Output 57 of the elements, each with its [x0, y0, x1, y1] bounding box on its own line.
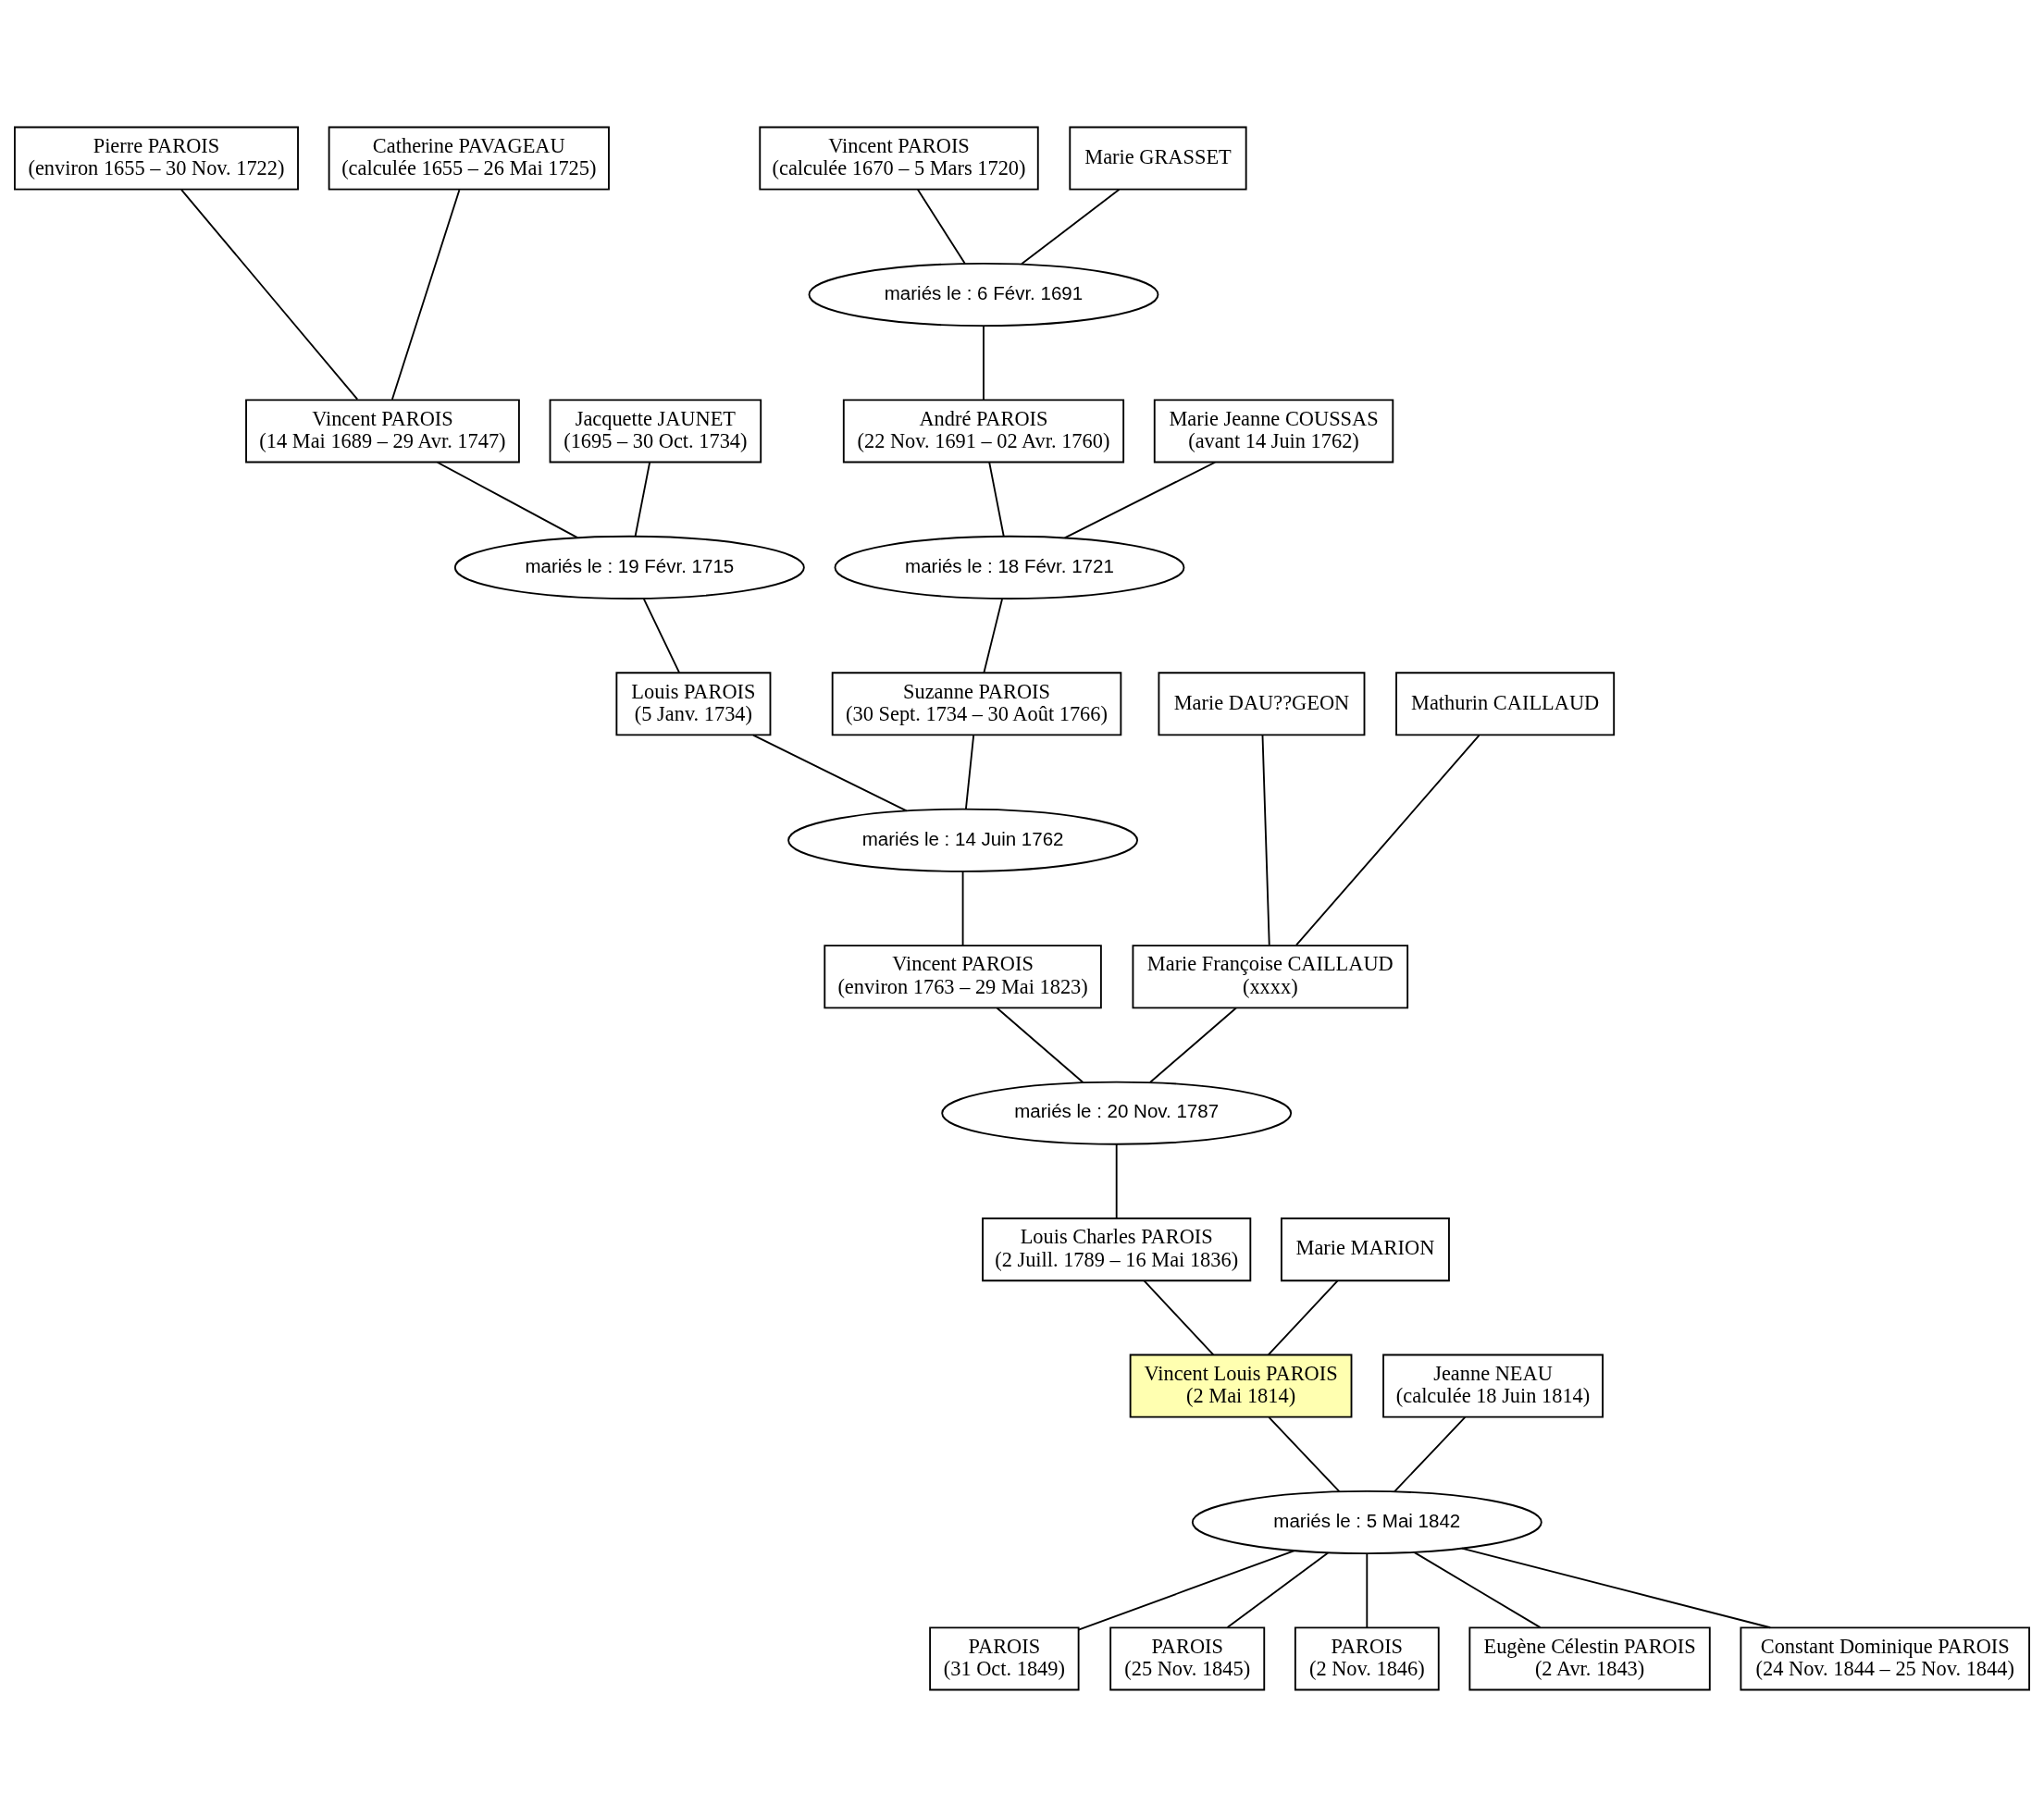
connector [1461, 1547, 1772, 1629]
connector [1148, 1007, 1237, 1083]
connector [1394, 1415, 1467, 1493]
connector [1143, 1279, 1215, 1356]
node-box: Marie MARION [1281, 1218, 1450, 1282]
connector [983, 598, 1004, 674]
node-box: Marie Jeanne COUSSAS (avant 14 Juin 1762) [1153, 399, 1394, 464]
connector [1077, 1550, 1295, 1631]
connector [752, 734, 908, 812]
node-ellipse: mariés le : 14 Juin 1762 [787, 808, 1138, 872]
connector [964, 734, 975, 810]
node-box: PAROIS (31 Oct. 1849) [929, 1626, 1080, 1691]
connector [1261, 735, 1270, 946]
connector [988, 461, 1005, 538]
node-box: Louis Charles PAROIS (2 Juill. 1789 – 16 Mai 1836) [982, 1218, 1252, 1282]
node-ellipse: mariés le : 19 Févr. 1715 [453, 535, 805, 599]
connector [180, 189, 359, 401]
node-box: Marie DAU??GEON [1158, 672, 1366, 736]
node-ellipse: mariés le : 18 Févr. 1721 [834, 535, 1185, 599]
node-box: Eugène Célestin PAROIS (2 Avr. 1843) [1468, 1626, 1711, 1691]
connector [1366, 1552, 1369, 1629]
node-box: Louis PAROIS (5 Janv. 1734) [615, 672, 772, 736]
connector [1295, 735, 1480, 946]
connector [983, 325, 985, 402]
node-box: Vincent PAROIS (14 Mai 1689 – 29 Avr. 1747) [245, 399, 520, 464]
connector [1226, 1551, 1330, 1628]
node-ellipse: mariés le : 20 Nov. 1787 [941, 1081, 1293, 1145]
node-box: Constant Dominique PAROIS (24 Nov. 1844 – 25 Nov. 1844) [1740, 1626, 2030, 1691]
node-box: Catherine PAVAGEAU (calculée 1655 – 26 Mai 1725) [328, 126, 610, 191]
node-box: Jacquette JAUNET (1695 – 30 Oct. 1734) [549, 399, 762, 464]
connector [642, 598, 681, 674]
connector [1268, 1415, 1341, 1493]
connector [1063, 461, 1217, 539]
node-box: Pierre PAROIS (environ 1655 – 30 Nov. 1722) [14, 126, 299, 191]
connector [390, 189, 461, 401]
node-box: PAROIS (25 Nov. 1845) [1109, 1626, 1266, 1691]
connector [1021, 188, 1121, 266]
node-box: Marie Françoise CAILLAUD (xxxx) [1132, 945, 1409, 1009]
connector [916, 188, 966, 265]
node-box: Mathurin CAILLAUD [1395, 672, 1616, 736]
connector [1267, 1279, 1339, 1356]
node-box: PAROIS (2 Nov. 1846) [1294, 1626, 1440, 1691]
node-box: Vincent PAROIS (environ 1763 – 29 Mai 1823) [824, 945, 1102, 1009]
node-box: Vincent PAROIS (calculée 1670 – 5 Mars 1720) [759, 126, 1039, 191]
node-box: Vincent Louis PAROIS (2 Mai 1814) [1129, 1353, 1353, 1418]
connector [634, 461, 651, 538]
node-box: André PAROIS (22 Nov. 1691 – 02 Avr. 1760) [842, 399, 1125, 464]
connector [996, 1007, 1084, 1083]
connector [1115, 1143, 1118, 1219]
node-ellipse: mariés le : 6 Févr. 1691 [808, 262, 1159, 328]
node-box: Suzanne PAROIS (30 Sept. 1734 – 30 Août 1766) [831, 672, 1122, 736]
connector [436, 461, 578, 539]
node-box: Jeanne NEAU (calculée 18 Juin 1814) [1382, 1353, 1604, 1418]
node-ellipse: mariés le : 5 Mai 1842 [1191, 1489, 1542, 1555]
node-box: Marie GRASSET [1069, 126, 1247, 191]
connector [1413, 1551, 1542, 1629]
connector [961, 871, 964, 946]
